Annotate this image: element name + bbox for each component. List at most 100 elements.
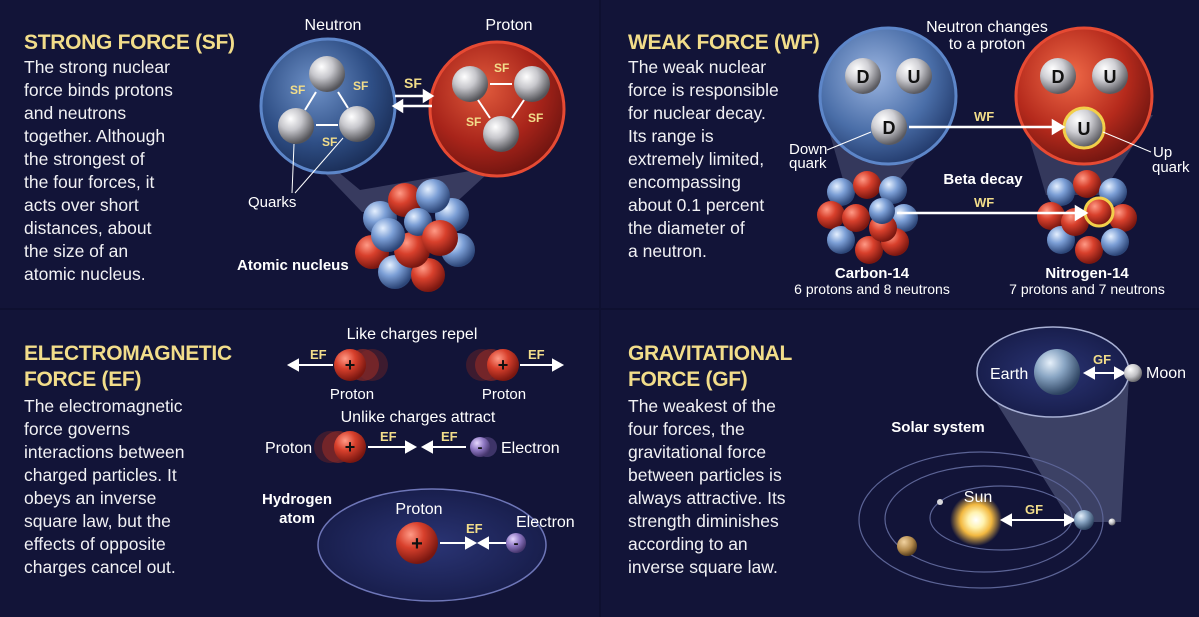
sf-double-arrow (391, 88, 435, 114)
sf-label: SF (528, 111, 543, 125)
hydrogen-atom-label: atom (279, 510, 315, 527)
plus-sign: + (498, 355, 509, 375)
quark-letter: D (857, 67, 870, 87)
electron-label: Electron (516, 514, 575, 531)
ef-label: EF (441, 429, 458, 444)
like-charges-label: Like charges repel (347, 326, 478, 343)
quark-letter: D (883, 118, 896, 138)
proton-label: Proton (482, 386, 526, 403)
up-quark (1092, 58, 1128, 94)
proton-label: Proton (395, 501, 442, 518)
wf-label: WF (974, 195, 994, 210)
beta-decay-label: Beta decay (943, 171, 1023, 188)
quark (339, 106, 375, 142)
quark (483, 116, 519, 152)
minus-sign: - (514, 535, 519, 552)
ef-arrow (520, 358, 565, 372)
electromagnetic-force-title: ELECTROMAGNETIC FORCE (EF) (24, 342, 232, 391)
sun-label: Sun (964, 489, 992, 506)
sf-arrows-neutron (304, 91, 349, 126)
atomic-nucleus (355, 179, 475, 292)
electromagnetic-force-panel: ELECTROMAGNETIC FORCE (EF) The electroma… (0, 310, 599, 617)
quark-letter: U (1078, 119, 1091, 139)
ef-arrow (286, 358, 333, 372)
wf-arrow (897, 204, 1089, 222)
wf-arrow (909, 118, 1066, 136)
strong-force-diagram: Neutron Proton SF SF SF SF SF SF (237, 17, 566, 292)
up-quark (896, 58, 932, 94)
outer-orbit (858, 451, 1104, 589)
electromagnetic-diagram: Like charges repel + EF Proton + EF Prot… (262, 326, 575, 602)
gf-label: GF (1093, 352, 1111, 367)
strong-force-description: The strong nuclear force binds protons a… (24, 57, 173, 284)
up-quark-label: Up (1153, 144, 1172, 161)
plus-sign: + (345, 355, 356, 375)
ef-label: EF (310, 347, 327, 362)
solar-system-label: Solar system (891, 419, 984, 436)
moon (1124, 364, 1142, 382)
hydrogen-atom-label: Hydrogen (262, 491, 332, 508)
strong-force-title: STRONG FORCE (SF) (24, 31, 235, 54)
plus-sign: + (411, 533, 423, 555)
sf-arrows-proton (477, 83, 525, 119)
sf-label: SF (466, 115, 481, 129)
weak-force-diagram: Neutron changes to a proton D U D D U U … (789, 19, 1190, 297)
down-quark-pointer (826, 131, 872, 151)
moon-small (1108, 518, 1116, 526)
quark (309, 56, 345, 92)
weak-force-title: WEAK FORCE (WF) (628, 31, 820, 54)
carbon-14-label: Carbon-14 (835, 265, 910, 282)
atomic-nucleus-label: Atomic nucleus (237, 257, 349, 274)
quark (452, 66, 488, 102)
neutron-changes-label: Neutron changes (926, 19, 1048, 36)
carbon-14-nucleus (817, 171, 918, 264)
earth (1034, 349, 1080, 395)
carbon-14-sub: 6 protons and 8 neutrons (794, 281, 950, 297)
down-quark (845, 58, 881, 94)
neutron-changes-label: to a proton (949, 36, 1026, 53)
sf-label: SF (494, 61, 509, 75)
weak-force-description: The weak nuclear force is responsible fo… (628, 57, 779, 261)
minus-sign: - (478, 439, 483, 456)
gf-arrow (999, 513, 1077, 527)
moon-label: Moon (1146, 365, 1186, 382)
sf-label: SF (353, 79, 368, 93)
quark (514, 66, 550, 102)
gravitational-force-panel: GRAVITATIONAL FORCE (GF) The weakest of … (601, 310, 1199, 617)
quark-letter: U (908, 67, 921, 87)
planet (897, 536, 917, 556)
weak-force-panel: WEAK FORCE (WF) The weak nuclear force i… (601, 0, 1199, 308)
earth-label: Earth (990, 366, 1028, 383)
quark (278, 108, 314, 144)
planet-small (937, 499, 943, 505)
proton-repel-right (466, 349, 519, 381)
hydrogen-proton (396, 522, 438, 564)
quarks-label: Quarks (248, 194, 296, 211)
ef-arrow (440, 536, 506, 550)
electron-label: Electron (501, 440, 560, 457)
down-quark (1040, 58, 1076, 94)
down-quark-label: quark (789, 155, 827, 172)
earth-small (1074, 510, 1094, 530)
ef-arrow (368, 440, 466, 454)
proton-label: Proton (265, 440, 312, 457)
ef-label: EF (380, 429, 397, 444)
nitrogen-14-sub: 7 protons and 7 neutrons (1009, 281, 1165, 297)
down-quark-changing (871, 109, 907, 145)
neutron-label: Neutron (305, 17, 362, 34)
ef-label: EF (528, 347, 545, 362)
wf-label: WF (974, 109, 994, 124)
quark-letter: D (1052, 67, 1065, 87)
proton-label: Proton (485, 17, 532, 34)
unlike-charges-label: Unlike charges attract (341, 409, 496, 426)
nitrogen-14-label: Nitrogen-14 (1045, 265, 1129, 282)
new-up-quark (1062, 106, 1106, 150)
proton-label: Proton (330, 386, 374, 403)
quark-letter: U (1104, 67, 1117, 87)
ef-label: EF (466, 521, 483, 536)
gf-arrow (1082, 366, 1127, 380)
quarks-pointer (291, 137, 344, 194)
proton-repel-left (334, 349, 388, 381)
sf-label: SF (290, 83, 305, 97)
up-quark-label: quark (1152, 159, 1190, 176)
